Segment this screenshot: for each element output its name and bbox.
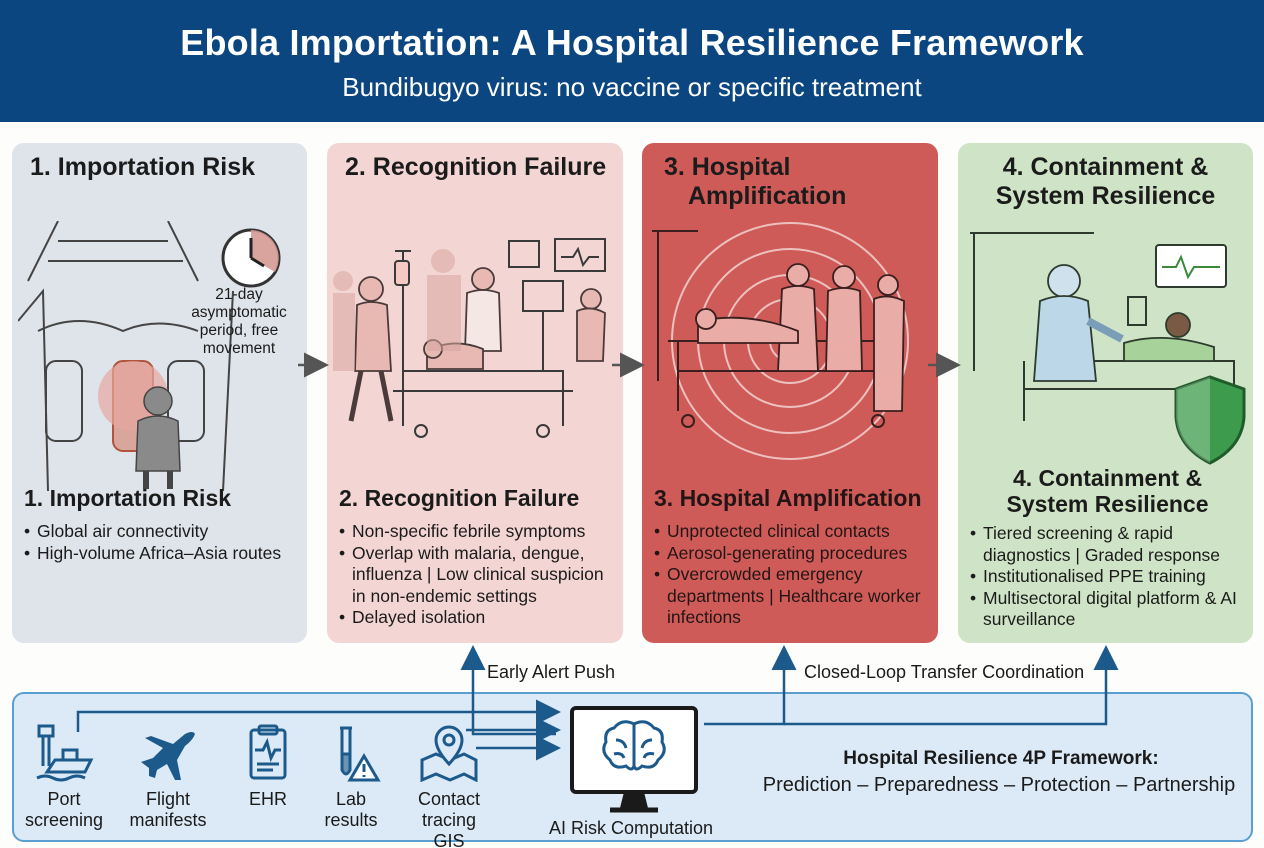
bullet-item: Global air connectivity	[24, 521, 301, 543]
source-flight-manifests: Flight manifests	[128, 724, 208, 831]
bullet-item: High-volume Africa–Asia routes	[24, 543, 301, 565]
panel-recognition-failure: 2. Recognition Failure	[327, 143, 623, 643]
source-label: Port screening	[24, 789, 104, 830]
bullet-list: Global air connectivity High-volume Afri…	[24, 521, 301, 564]
early-alert-label: Early Alert Push	[487, 662, 616, 682]
section-title: 4. Containment & System Resilience	[1006, 465, 1209, 517]
bullet-item: Delayed isolation	[339, 607, 617, 629]
isolation-care-illustration	[970, 232, 1246, 465]
ship-tower-icon	[36, 724, 94, 782]
ward-outbreak-illustration	[652, 222, 909, 460]
source-contact-tracing-gis: Contact tracing GIS	[404, 724, 494, 848]
source-label: Lab results	[324, 789, 378, 830]
ai-risk-label: AI Risk Computation	[549, 818, 714, 838]
closed-loop-label: Closed-Loop Transfer Coordination	[804, 662, 1085, 682]
bullet-list: Unprotected clinical contacts Aerosol-ge…	[654, 521, 932, 629]
incubation-note: 21-day asymptomatic period, free movemen…	[191, 286, 287, 357]
panel-title: 4. Containment & System Resilience	[995, 153, 1216, 210]
panel-title-line: Amplification	[688, 182, 847, 210]
panel-title: 1. Importation Risk	[30, 153, 256, 181]
panel-importation-risk: 1. Importation Risk 21-day asymptomatic …	[12, 143, 307, 643]
bullet-item: Tiered screening & rapid diagnostics | G…	[970, 523, 1247, 566]
shield-icon	[1174, 375, 1246, 465]
emergency-room-illustration	[333, 238, 606, 438]
bullet-item: Non-specific febrile symptoms	[339, 521, 617, 543]
source-label: Contact tracing GIS	[417, 789, 481, 848]
panel-title: 2. Recognition Failure	[345, 153, 607, 181]
bullet-list: Non-specific febrile symptoms Overlap wi…	[339, 521, 617, 629]
panel-title-line: 3. Hospital	[664, 153, 791, 181]
header-banner: Ebola Importation: A Hospital Resilience…	[0, 0, 1264, 122]
airplane-icon	[141, 732, 195, 780]
panel-title: 3. Hospital Amplification	[664, 153, 928, 211]
source-ehr: EHR	[228, 724, 308, 810]
bullet-list: Tiered screening & rapid diagnostics | G…	[970, 523, 1247, 631]
source-lab-results: Lab results	[311, 724, 391, 831]
framework-title: Hospital Resilience 4P Framework:	[843, 748, 1159, 769]
monitor-brain-icon	[570, 706, 698, 813]
page-subtitle: Bundibugyo virus: no vaccine or specific…	[342, 72, 922, 102]
source-label: EHR	[248, 789, 287, 809]
panel-hospital-amplification: 3. Hospital Amplification 3. Hospital	[642, 143, 938, 643]
clipboard-ecg-icon	[249, 724, 287, 780]
source-port-screening: Port screening	[24, 724, 104, 831]
panel-containment-resilience: 4. Containment & System Resilience 4. Co…	[958, 143, 1253, 643]
map-pin-icon	[420, 725, 478, 783]
bullet-item: Multisectoral digital platform & AI surv…	[970, 588, 1247, 631]
bullet-item: Overlap with malaria, dengue, influenza …	[339, 543, 617, 608]
bullet-item: Unprotected clinical contacts	[654, 521, 932, 543]
section-title: 2. Recognition Failure	[339, 485, 580, 511]
section-title: 3. Hospital Amplification	[654, 485, 922, 511]
bullet-item: Institutionalised PPE training	[970, 566, 1247, 588]
ai-surveillance-band: Port screening Flight manifests EHR	[12, 692, 1253, 848]
clock-icon	[221, 228, 281, 288]
airplane-cabin-illustration	[18, 221, 234, 491]
bullet-item: Aerosol-generating procedures	[654, 543, 932, 565]
framework-subtitle: Prediction – Preparedness – Protection –…	[762, 774, 1236, 796]
source-label: Flight manifests	[129, 789, 207, 830]
bullet-item: Overcrowded emergency departments | Heal…	[654, 564, 932, 629]
test-tube-warning-icon	[340, 726, 381, 782]
page-title: Ebola Importation: A Hospital Resilience…	[180, 22, 1084, 63]
section-title: 1. Importation Risk	[24, 485, 232, 511]
